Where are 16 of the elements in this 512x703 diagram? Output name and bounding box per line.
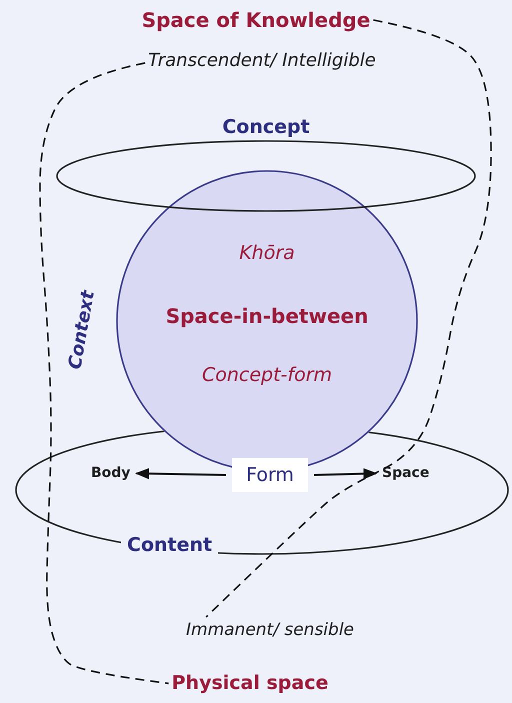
- sphere-text: Khōra: [239, 242, 295, 265]
- arrow: [135, 468, 226, 480]
- realm-text: Transcendent/ Intelligible: [148, 50, 376, 72]
- dashed-line: [206, 19, 492, 618]
- sphere-title: Space-in-between: [166, 304, 368, 328]
- heading-text: Space of Knowledge: [142, 8, 370, 32]
- arrow: [314, 468, 378, 480]
- heading-text: Physical space: [172, 672, 328, 695]
- dashed-line: [39, 62, 169, 684]
- ring-title: Content: [121, 534, 218, 557]
- body-label: Body: [91, 465, 130, 482]
- realm-text: Immanent/ sensible: [186, 620, 354, 640]
- form-box: Form: [232, 458, 308, 492]
- sphere-text: Concept-form: [202, 364, 332, 387]
- edge-label: Context: [64, 289, 100, 371]
- space-label: Space: [382, 465, 430, 482]
